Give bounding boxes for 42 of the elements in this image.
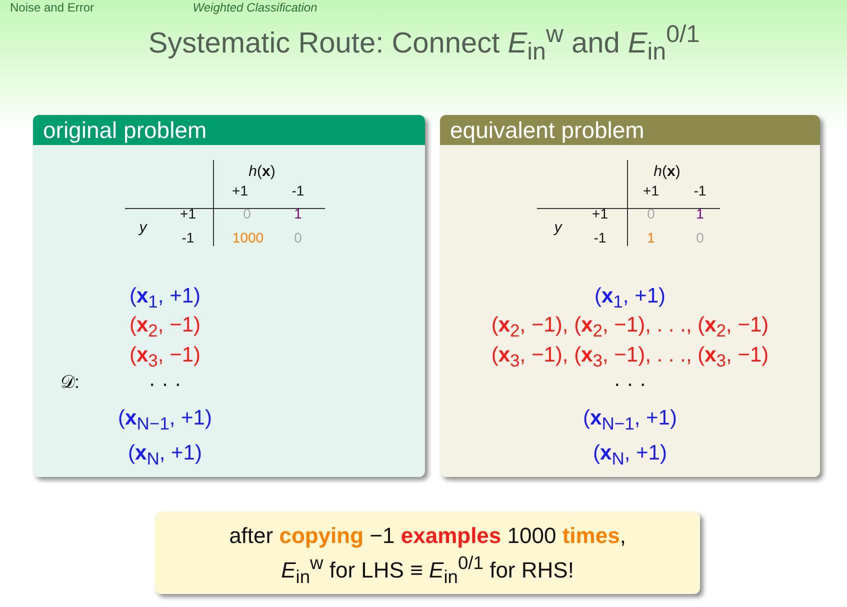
column-header: h(x) [248,164,276,180]
summary-box [155,512,700,594]
ellipsis: · · · [148,372,182,396]
problem-panel [440,115,820,477]
data-example: (x$_{1}$, +1) [594,284,666,312]
summary-text: after copying −1 examples 1000 times, [229,524,626,548]
section-label: Weighted Classification [192,1,318,15]
section-label: Noise and Error [10,1,94,15]
table-value: 0 [647,206,655,222]
row-header: -1 [594,230,606,246]
table-value: 1000 [232,230,264,246]
column-header: -1 [694,183,706,199]
problem-panel [33,115,425,477]
column-header: +1 [643,183,659,199]
column-header: h(x) [654,164,680,180]
table-value: 0 [294,230,302,246]
data-example: (x$_{2}$, −1), (x$_{2}$, −1), . . ., (x$_{2}$, −1) [491,313,769,341]
panel-heading: original problem [33,115,425,145]
dataset-label: 𝒟: [60,373,80,393]
row-header: +1 [180,206,196,222]
row-header: y [554,220,562,236]
summary-text: E$_{in}$$^{w}$ for LHS ≡ E$_{in}$$^{0/1}$ for RHS! [281,553,574,587]
panel-heading: equivalent problem [440,115,820,145]
row-header: -1 [182,230,194,246]
data-example: (x$_{N}$, +1) [128,441,202,469]
table-value: 1 [696,206,704,222]
data-example: (x$_{2}$, −1) [129,313,201,341]
table-value: 0 [243,206,251,222]
row-header: y [139,220,147,236]
column-header: +1 [232,183,248,199]
table-value: 1 [294,206,302,222]
ellipsis: · · · [614,372,646,396]
column-header: -1 [292,183,304,199]
data-example: (x$_{N−1}$, +1) [118,406,212,434]
table-value: 1 [647,230,655,246]
row-header: +1 [592,206,608,222]
data-example: (x$_{N−1}$, +1) [583,406,677,434]
table-value: 0 [696,230,704,246]
data-example: (x$_{N}$, +1) [593,441,667,469]
data-example: (x$_{3}$, −1), (x$_{3}$, −1), . . ., (x$_{3}$, −1) [491,343,769,371]
data-example: (x$_{3}$, −1) [129,343,201,371]
data-example: (x$_{1}$, +1) [129,284,201,312]
